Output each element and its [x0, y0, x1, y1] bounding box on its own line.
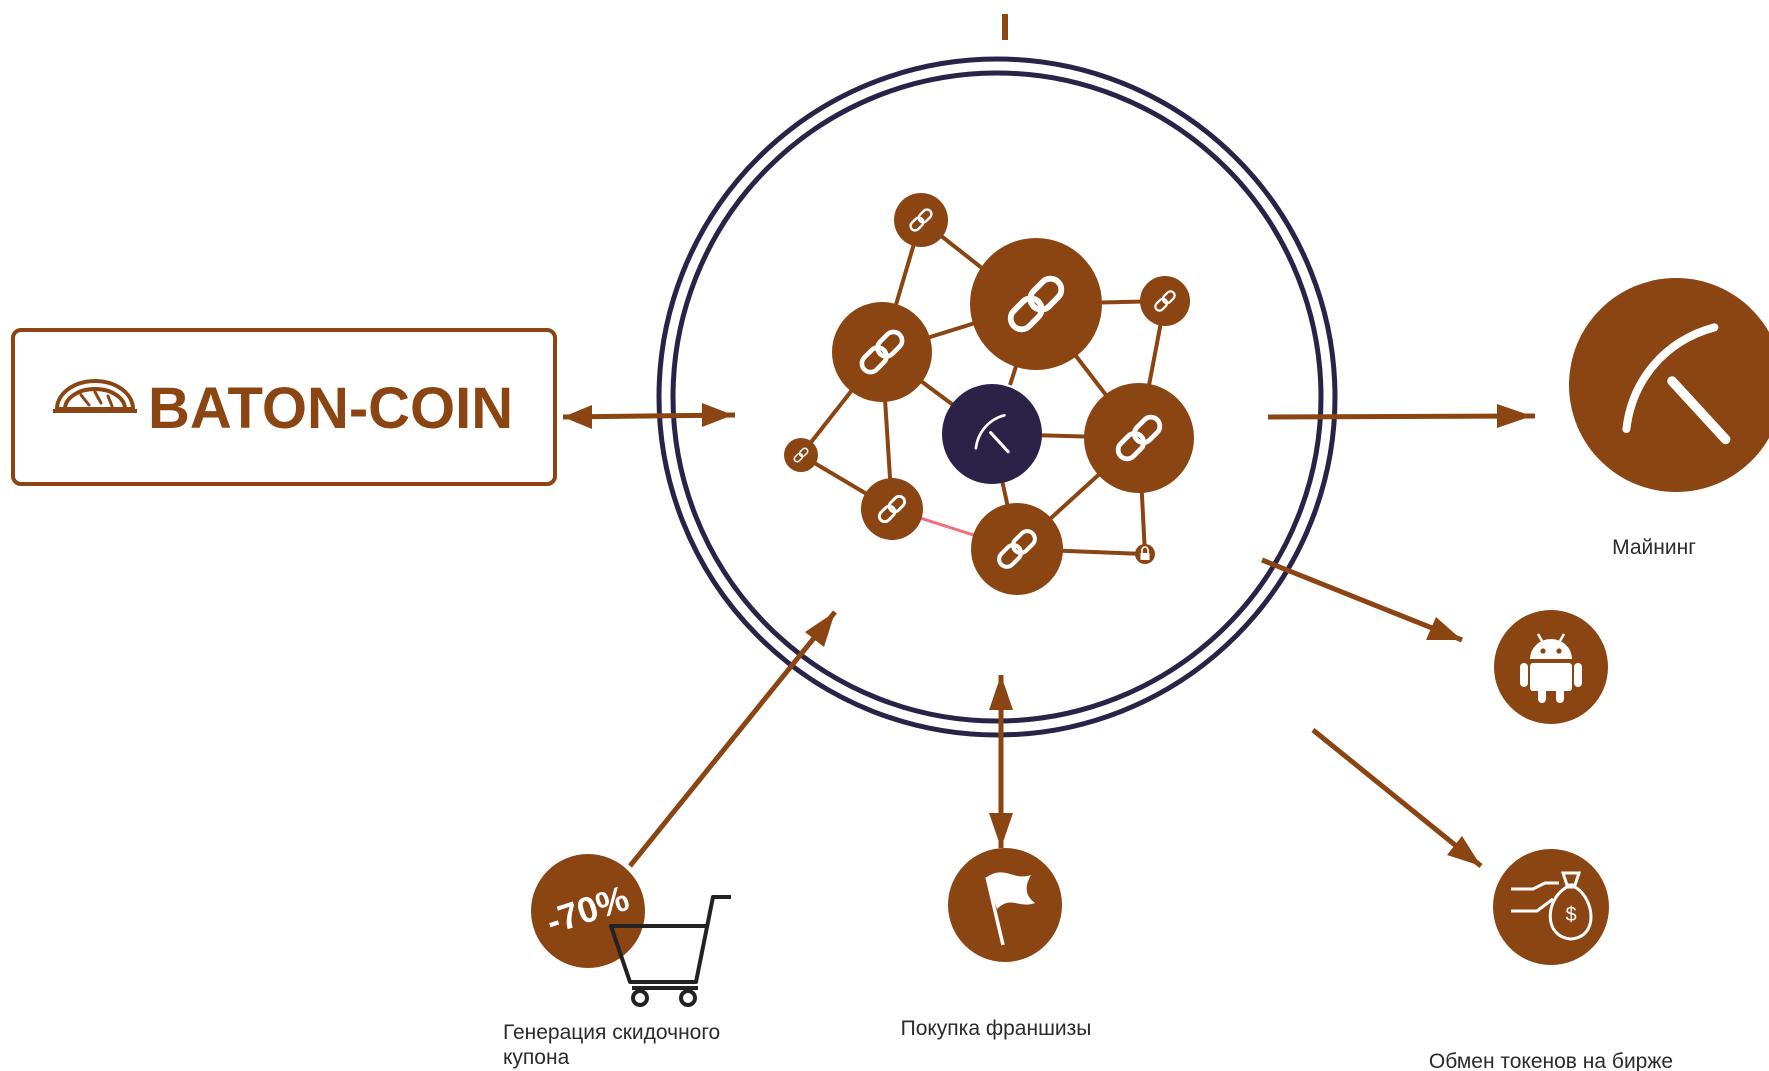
franchise-label: Покупка франшизы: [901, 1017, 1092, 1040]
chain-link-icon: [832, 302, 932, 402]
mining-label: Майнинг: [1612, 536, 1696, 559]
exchange-arrow: [1311, 728, 1483, 868]
bread-logo-icon: [53, 379, 137, 413]
android-icon: [1494, 610, 1608, 724]
svg-text:$: $: [1565, 904, 1576, 926]
network-nodes: [784, 193, 1194, 595]
lock-icon: [1135, 544, 1155, 564]
exchange-label: Обмен токенов на бирже: [1429, 1050, 1673, 1071]
mining-arrow: [1267, 404, 1536, 428]
logo-text: BATON-COIN: [148, 376, 513, 441]
chain-link-icon: [1140, 276, 1190, 326]
discount-badge: -70%: [531, 854, 645, 968]
network-circle: [656, 56, 1338, 738]
chain-link-icon: [970, 238, 1102, 370]
mining-icon: [1569, 278, 1769, 492]
chain-link-icon: [861, 478, 923, 540]
shopping-cart-icon: [609, 895, 731, 1007]
money-bag-icon: $: [1493, 849, 1609, 965]
coupon-label-line1: Генерация скидочного: [503, 1021, 720, 1044]
android-arrow: [1261, 557, 1463, 643]
chain-link-icon: [1084, 383, 1194, 493]
flag-icon: [948, 848, 1062, 962]
pickaxe-node: [942, 384, 1042, 484]
chain-link-icon: [784, 438, 818, 472]
coupon-label-line2: купона: [503, 1046, 570, 1069]
chain-link-icon: [971, 503, 1063, 595]
logo-connector-arrow: [562, 403, 736, 429]
coupon-arrow: [628, 610, 837, 868]
baton-coin-logo: BATON-COIN: [11, 328, 557, 486]
chain-link-icon: [894, 193, 948, 247]
franchise-arrow: [989, 675, 1013, 848]
